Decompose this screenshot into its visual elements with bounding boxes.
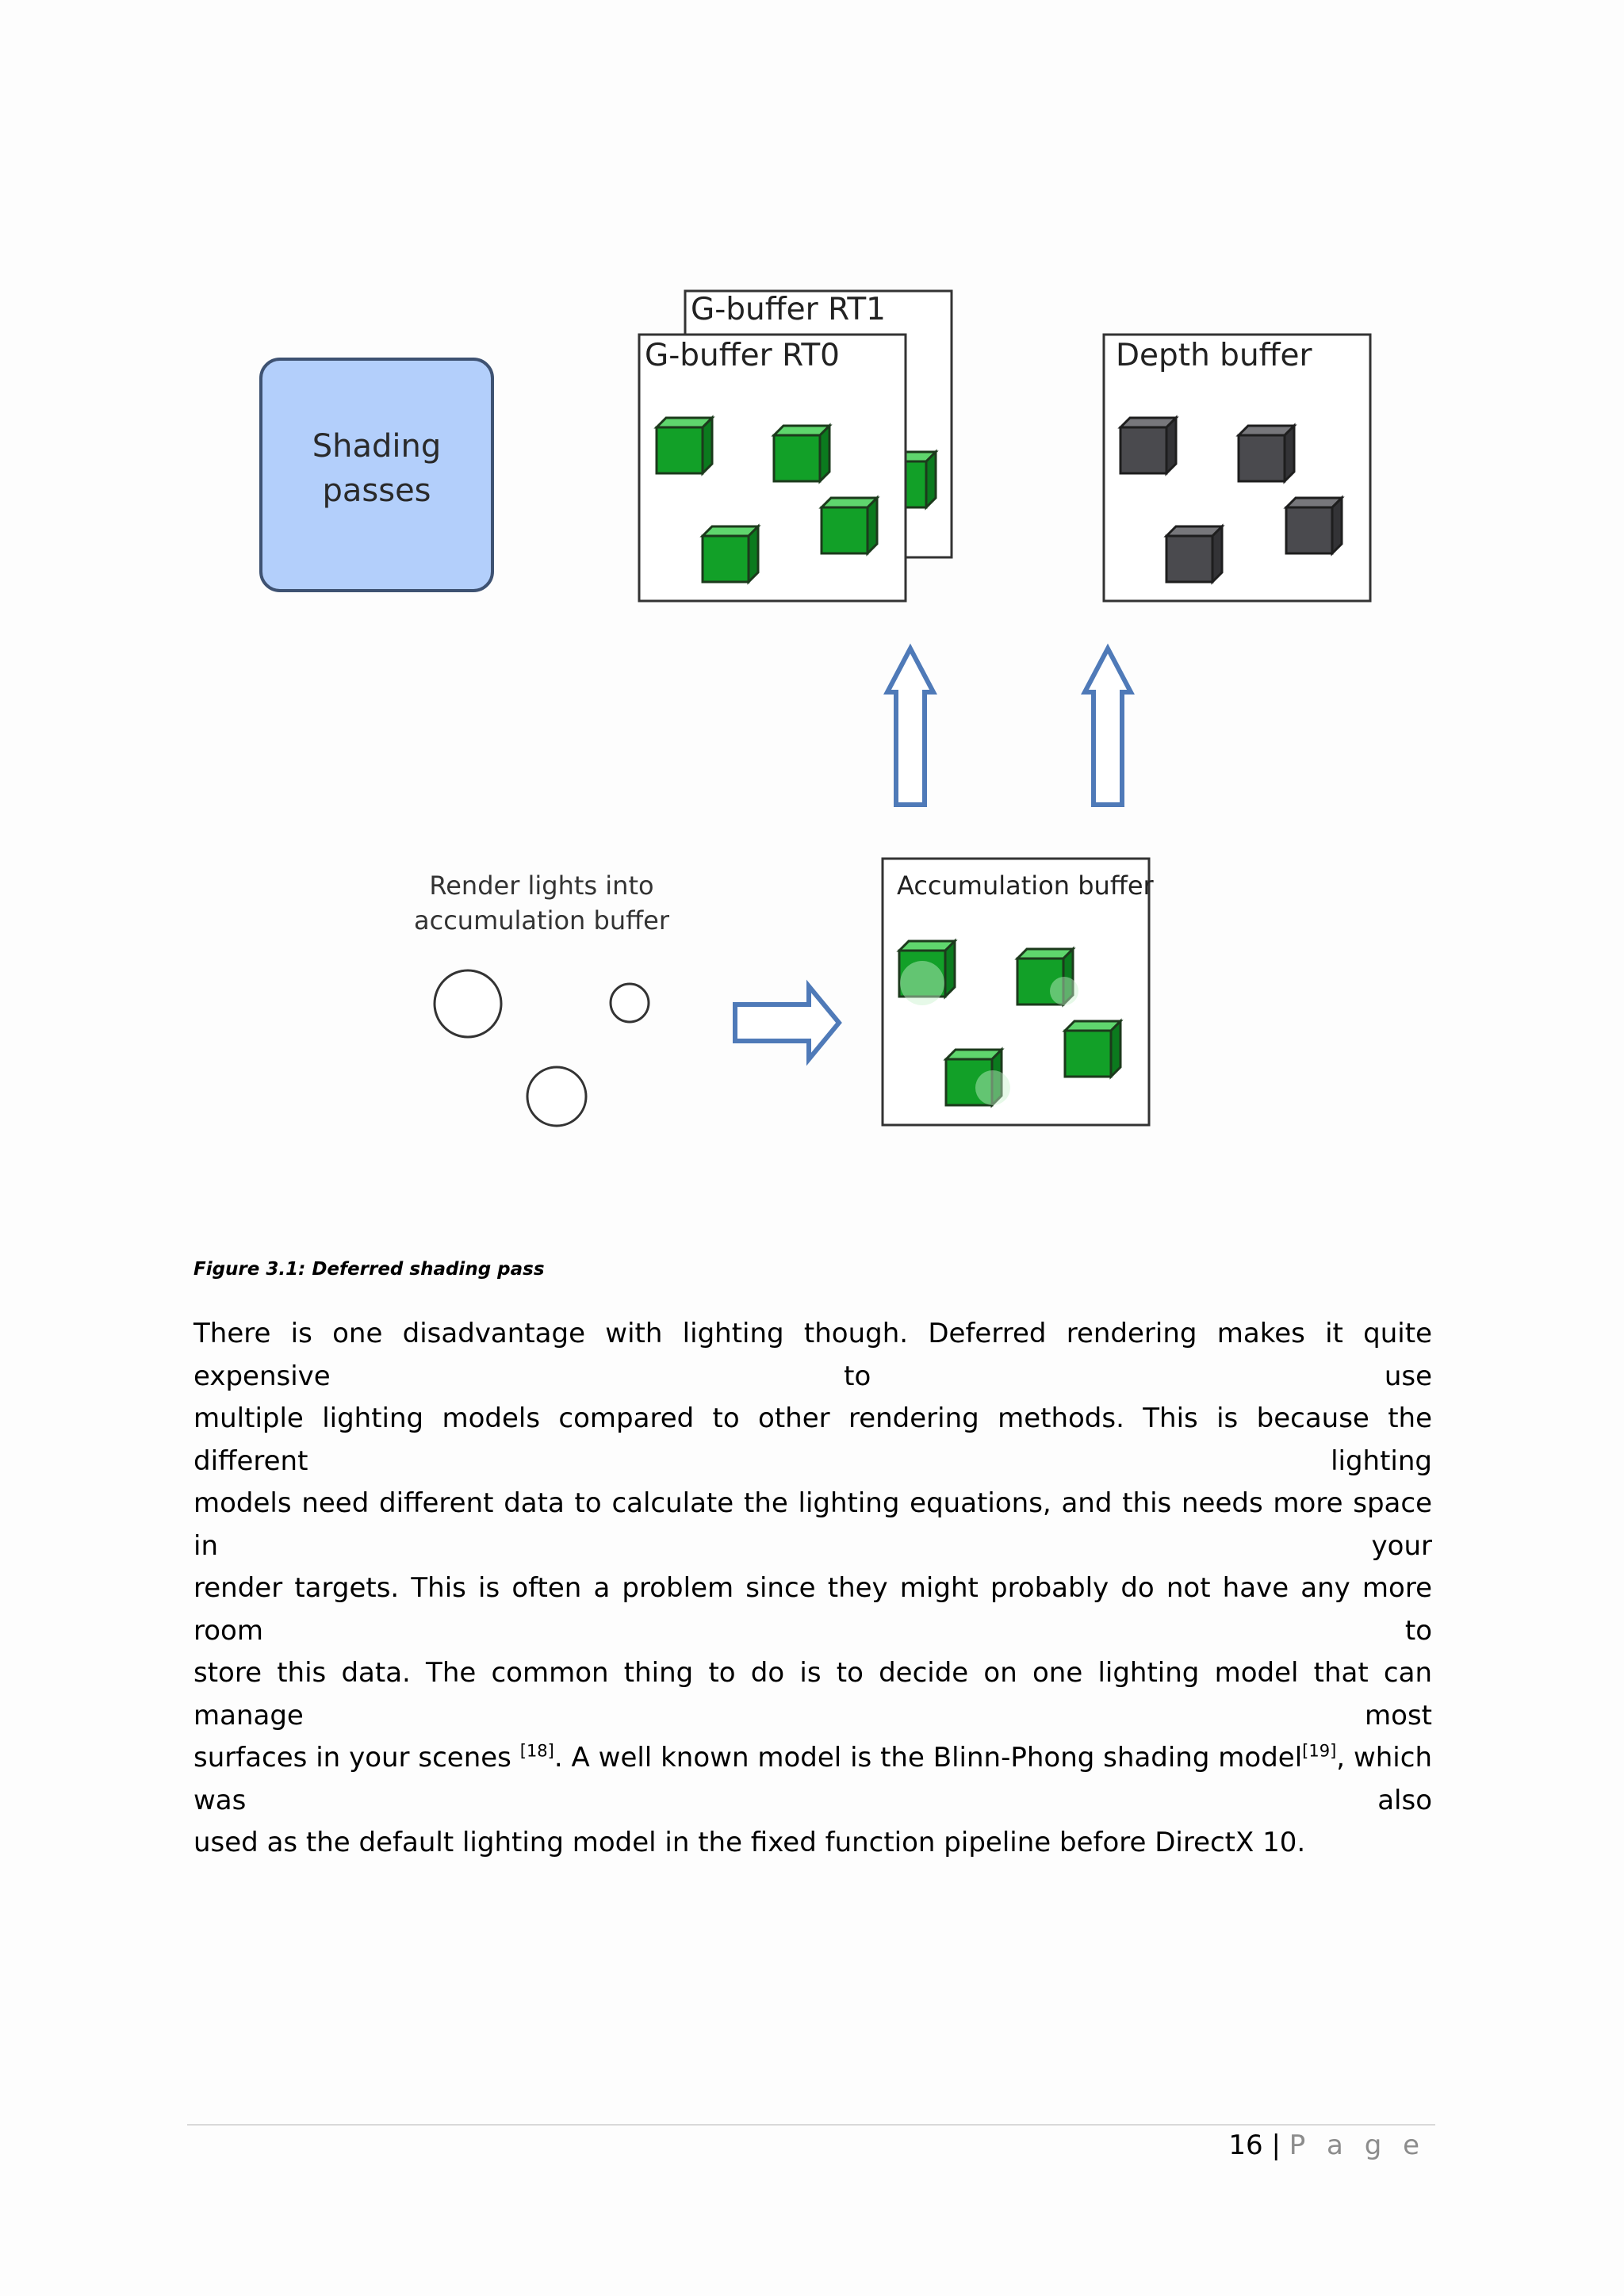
render-lights-label-2: accumulation buffer xyxy=(414,905,670,936)
depth-cube-4 xyxy=(1165,525,1224,584)
gbuffer-rt1-label: G-buffer RT1 xyxy=(691,292,886,327)
footer-divider xyxy=(187,2124,1435,2126)
gbuffer-cube-4 xyxy=(701,525,760,584)
light-highlight xyxy=(975,1070,1010,1105)
paragraph-line: multiple lighting models compared to oth… xyxy=(193,1402,1432,1477)
paragraph-line: surfaces in your scenes [18]. A well kno… xyxy=(193,1737,1432,1822)
gbuffer-cube-2 xyxy=(772,424,831,483)
paragraph-line: used as the default lighting model in th… xyxy=(193,1827,1306,1858)
reference-marker: [18] xyxy=(519,1741,554,1761)
deferred-shading-figure: Shading passes G-buffer RT1 G-buffer RT0… xyxy=(259,289,1372,1127)
shading-passes-label-2: passes xyxy=(322,473,431,509)
accumulation-buffer-label: Accumulation buffer xyxy=(897,871,1155,901)
render-lights-label-1: Render lights into xyxy=(429,871,653,901)
page-footer: 16 | P a g e xyxy=(1228,2130,1426,2161)
up-arrow-icon xyxy=(1081,643,1135,807)
light-highlight xyxy=(900,961,944,1005)
gbuffer-cube-3 xyxy=(820,496,879,555)
accum-cube-3 xyxy=(1063,1020,1122,1078)
footer-separator: | xyxy=(1271,2130,1281,2161)
gbuffer-rt0-label: G-buffer RT0 xyxy=(645,338,840,373)
paragraph-text: . A well known model is the Blinn-Phong … xyxy=(553,1742,1303,1774)
light-highlight xyxy=(1050,977,1078,1005)
reference-marker: [19] xyxy=(1302,1741,1337,1761)
paragraph-line: There is one disadvantage with lighting … xyxy=(193,1318,1432,1392)
paragraph-text: , which was also xyxy=(193,1742,1432,1816)
paragraph-line: render targets. This is often a problem … xyxy=(193,1572,1432,1647)
figure-caption: Figure 3.1: Deferred shading pass xyxy=(193,1259,545,1280)
depth-cube-3 xyxy=(1285,496,1343,555)
accumulation-buffer-panel: Accumulation buffer xyxy=(881,857,1155,1127)
light-circle-icon xyxy=(526,1066,588,1127)
light-circle-icon xyxy=(433,969,503,1039)
shading-passes-label-1: Shading xyxy=(312,428,442,465)
right-arrow-icon xyxy=(733,979,842,1066)
light-circle-icon xyxy=(609,982,650,1024)
depth-buffer-label: Depth buffer xyxy=(1116,338,1313,373)
page-label: P a g e xyxy=(1289,2130,1426,2161)
gbuffer-rt0-panel: G-buffer RT0 xyxy=(638,333,907,603)
depth-buffer-panel: Depth buffer xyxy=(1102,333,1372,603)
paragraph-text: surfaces in your scenes xyxy=(193,1742,520,1774)
paragraph-line: models need different data to calculate … xyxy=(193,1487,1432,1562)
gbuffer-cube-1 xyxy=(655,416,714,475)
body-paragraph: There is one disadvantage with lighting … xyxy=(193,1313,1432,1865)
depth-cube-2 xyxy=(1237,424,1296,483)
paragraph-line: store this data. The common thing to do … xyxy=(193,1657,1432,1732)
depth-cube-1 xyxy=(1119,416,1178,475)
up-arrow-icon xyxy=(883,643,937,807)
page-number: 16 xyxy=(1228,2130,1263,2161)
shading-passes-box: Shading passes xyxy=(259,358,494,592)
